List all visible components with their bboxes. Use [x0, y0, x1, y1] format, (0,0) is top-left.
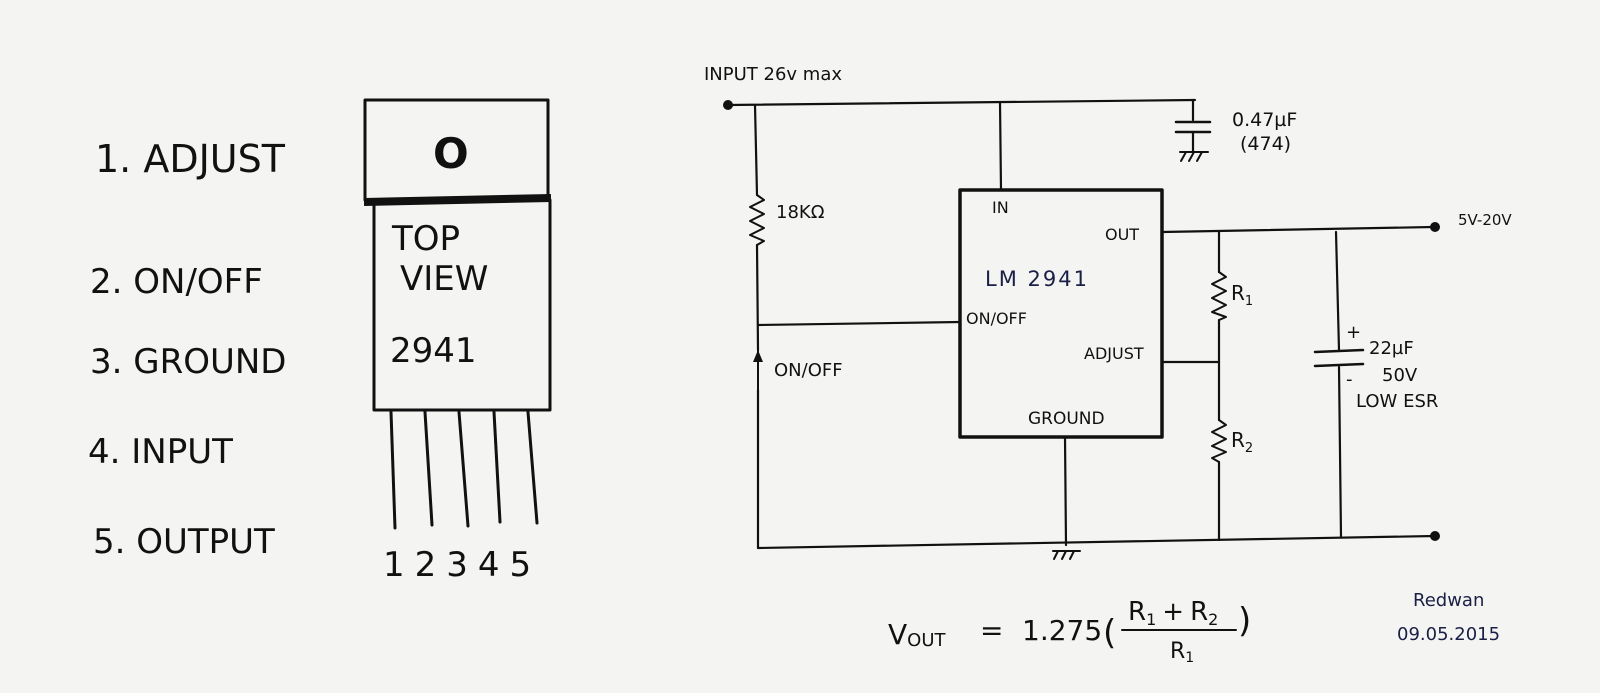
signature-block: Redwan 09.05.2015: [1397, 590, 1500, 645]
ic-part-name: LM 2941: [985, 267, 1089, 291]
formula-numerator: R1+R2: [1128, 597, 1218, 629]
to220-package: O TOP VIEW 2941 12345: [363, 98, 552, 585]
pin-numbers: 12345: [383, 545, 541, 585]
cin-value: 0.47µF: [1232, 109, 1297, 131]
package-view-text: VIEW: [400, 259, 488, 299]
pinout-section: 1. ADJUST 2. ON/OFF 3. GROUND 4. INPUT 5…: [88, 98, 552, 585]
wire-left-mid: [755, 243, 760, 352]
resistor-r2: R2: [1211, 419, 1253, 463]
switch-arrow-icon: [753, 350, 763, 362]
wire-ground-pin: [1063, 435, 1068, 547]
input-label: INPUT 26v max: [704, 64, 842, 85]
resistor-r1: R1: [1211, 271, 1253, 321]
pin-legend-2: 2. ON/OFF: [90, 262, 263, 302]
resistor-r1-icon: [1211, 271, 1227, 321]
package-top-text: TOP: [391, 219, 460, 259]
formula-lhs: VOUT: [888, 618, 946, 651]
formula-denominator: R1: [1170, 639, 1194, 666]
ic-ground-icon: [1052, 550, 1081, 560]
ic-pin-out: OUT: [1105, 225, 1139, 244]
wire-output-rail: [1160, 225, 1435, 234]
cout-voltage: 50V: [1382, 365, 1418, 386]
wire-to-in: [998, 100, 1003, 192]
signature-date: 09.05.2015: [1397, 624, 1500, 645]
wire-left-top: [753, 103, 759, 197]
cin-code: (474): [1240, 133, 1291, 155]
resistor-r2-icon: [1211, 419, 1227, 463]
cout-minus: -: [1346, 369, 1353, 390]
ic-pin-onoff: ON/OFF: [966, 309, 1027, 328]
switch-label: ON/OFF: [774, 360, 843, 381]
formula-close-paren: ): [1238, 601, 1251, 641]
pin-legend-3: 3. GROUND: [90, 342, 286, 382]
ic-pin-ground: GROUND: [1028, 409, 1105, 429]
formula-open-paren: (: [1103, 613, 1116, 653]
pin-legend-5: 5. OUTPUT: [93, 522, 275, 562]
package-part-number: 2941: [390, 331, 477, 371]
cout-type: LOW ESR: [1356, 391, 1438, 412]
pin-legend-1: 1. ADJUST: [95, 137, 286, 181]
lead-4: [492, 410, 502, 524]
formula-coefficient: 1.275: [1022, 614, 1102, 647]
wire-input-rail: [726, 98, 1197, 107]
input-capacitor: 0.47µF (474): [1174, 109, 1297, 162]
wire-cout-bottom: [1337, 365, 1343, 539]
r1-label: R1: [1231, 281, 1253, 309]
onoff-switch: ON/OFF: [753, 349, 843, 391]
wire-cout-top: [1334, 230, 1341, 352]
cin-ground-icon: [1179, 151, 1209, 162]
output-capacitor: + - 22µF 50V LOW ESR: [1313, 322, 1438, 412]
cout-plus: +: [1346, 322, 1361, 343]
output-terminal: [1430, 222, 1440, 232]
output-voltage-formula: VOUT = 1.275 ( R1+R2 R1 ): [888, 597, 1251, 666]
ic-pin-in: IN: [992, 198, 1009, 217]
tab-hole: O: [433, 129, 469, 178]
wire-ground-rail: [756, 534, 1437, 550]
ground-terminal: [1430, 531, 1440, 541]
input-terminal: [723, 100, 733, 110]
r2-label: R2: [1231, 428, 1253, 456]
signature-author: Redwan: [1413, 590, 1484, 611]
output-label: 5V-20V: [1458, 211, 1512, 229]
lead-1: [389, 410, 397, 530]
schematic-section: INPUT 26v max: [704, 64, 1512, 560]
package-leads: [389, 410, 539, 530]
wires: [726, 98, 1437, 550]
lead-2: [423, 410, 434, 527]
wire-to-onoff: [756, 320, 962, 327]
ic-pin-adjust: ADJUST: [1084, 344, 1144, 363]
ic-body: [958, 188, 1164, 439]
resistor-18k-icon: [749, 194, 765, 246]
lead-5: [526, 410, 539, 525]
regulator-ic: IN OUT LM 2941 ON/OFF ADJUST GROUND: [958, 188, 1164, 439]
pin-legend: 1. ADJUST 2. ON/OFF 3. GROUND 4. INPUT 5…: [88, 137, 286, 562]
pullup-resistor: 18KΩ: [749, 194, 825, 246]
package-divider: [363, 194, 552, 206]
pin-legend-4: 4. INPUT: [88, 432, 233, 472]
lead-3: [457, 410, 470, 528]
cout-value: 22µF: [1369, 338, 1414, 359]
pullup-value: 18KΩ: [776, 202, 825, 223]
formula-equals: =: [980, 614, 1003, 647]
